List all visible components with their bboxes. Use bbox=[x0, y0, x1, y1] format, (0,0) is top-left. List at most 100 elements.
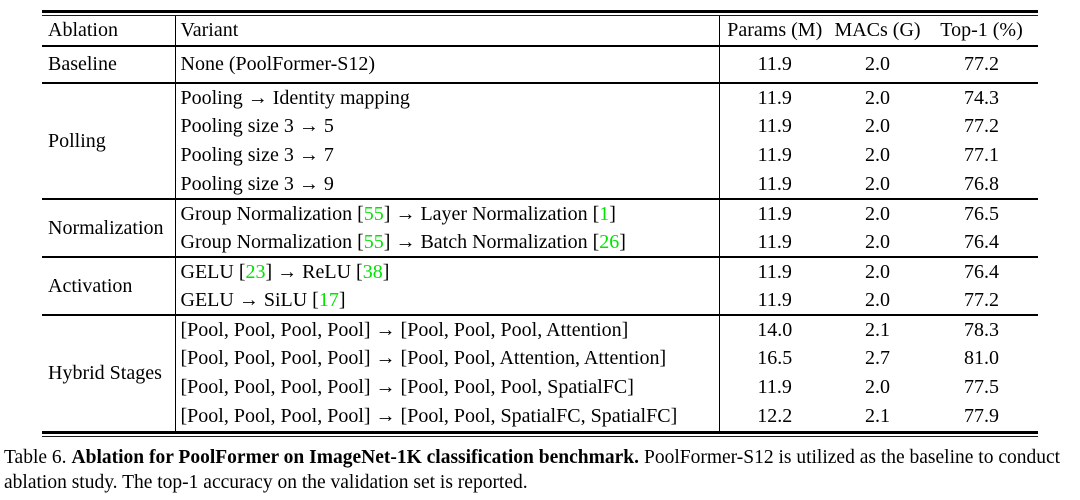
variant-text: ] → Batch Normalization [ bbox=[383, 230, 600, 253]
caption-label: Table 6. bbox=[4, 447, 67, 468]
variant-cell: Pooling size 3 → 7 bbox=[175, 141, 720, 170]
macs-cell: 2.1 bbox=[865, 405, 890, 427]
variant-text: Pooling size 3 → 5 bbox=[180, 115, 334, 137]
variant-text: ] → ReLU [ bbox=[265, 260, 363, 283]
header-variant: Variant bbox=[175, 16, 720, 47]
variant-text: Pooling → Identity mapping bbox=[180, 86, 410, 109]
params-cell: 16.5 bbox=[757, 347, 793, 369]
citation-ref: 1 bbox=[599, 202, 610, 225]
variant-text: Group Normalization [ bbox=[180, 202, 364, 225]
ablation-cell: Normalization bbox=[42, 198, 176, 257]
ablation-table: Ablation Variant Params (M) MACs (G) Top… bbox=[42, 16, 1038, 431]
variant-cell: Pooling → Identity mapping bbox=[175, 82, 720, 112]
macs-cell: 2.7 bbox=[865, 347, 890, 369]
table-6-figure: Ablation Variant Params (M) MACs (G) Top… bbox=[42, 10, 1038, 437]
top1-cell: 77.2 bbox=[964, 115, 999, 137]
citation-ref: 55 bbox=[363, 230, 384, 253]
table-top-rule bbox=[42, 10, 1038, 16]
header-row: Ablation Variant Params (M) MACs (G) Top… bbox=[42, 16, 1038, 47]
macs-cell: 2.0 bbox=[865, 376, 890, 398]
citation-ref: 17 bbox=[318, 288, 339, 311]
variant-text: ] bbox=[338, 288, 346, 311]
variant-cell: Group Normalization [55] → Layer Normali… bbox=[175, 198, 720, 228]
variant-text: Pooling size 3 → 9 bbox=[180, 172, 334, 195]
top1-cell: 76.4 bbox=[964, 230, 999, 253]
variant-cell: Pooling size 3 → 9 bbox=[175, 170, 720, 199]
variant-cell: None (PoolFormer-S12) bbox=[175, 45, 720, 83]
params-cell: 11.9 bbox=[757, 230, 792, 253]
variant-cell: GELU → SiLU [17] bbox=[175, 286, 720, 315]
variant-text: GELU → SiLU [ bbox=[180, 288, 319, 311]
variant-cell: [Pool, Pool, Pool, Pool] → [Pool, Pool, … bbox=[175, 314, 720, 344]
params-cell: 11.9 bbox=[719, 256, 830, 286]
table-row: Pooling size 3 → 9 11.9 2.0 76.8 bbox=[42, 170, 1038, 199]
header-top1: Top-1 (%) bbox=[925, 16, 1038, 47]
variant-text: None (PoolFormer-S12) bbox=[180, 53, 376, 75]
variant-text: [Pool, Pool, Pool, Pool] → [Pool, Pool, … bbox=[180, 347, 667, 369]
top1-cell: 77.9 bbox=[964, 405, 999, 427]
table-row: Group Normalization [55] → Batch Normali… bbox=[42, 228, 1038, 257]
top1-cell: 74.3 bbox=[925, 82, 1038, 112]
macs-cell: 2.0 bbox=[865, 144, 890, 166]
params-cell: 12.2 bbox=[757, 405, 793, 427]
variant-text: ] bbox=[619, 230, 626, 253]
variant-text: GELU [ bbox=[180, 260, 246, 283]
variant-text: [Pool, Pool, Pool, Pool] → [Pool, Pool, … bbox=[180, 376, 634, 398]
table-row: [Pool, Pool, Pool, Pool] → [Pool, Pool, … bbox=[42, 402, 1038, 431]
macs-cell: 2.0 bbox=[865, 230, 890, 253]
table-bottom-rule bbox=[42, 431, 1038, 437]
caption-text: PoolFormer-S12 is utilized as the baseli… bbox=[4, 447, 1061, 493]
variant-cell: [Pool, Pool, Pool, Pool] → [Pool, Pool, … bbox=[175, 402, 720, 431]
table-row: [Pool, Pool, Pool, Pool] → [Pool, Pool, … bbox=[42, 344, 1038, 373]
variant-cell: [Pool, Pool, Pool, Pool] → [Pool, Pool, … bbox=[175, 344, 720, 373]
top1-cell: 77.2 bbox=[964, 288, 999, 311]
ablation-cell: Polling bbox=[42, 82, 176, 199]
top1-cell: 77.5 bbox=[964, 376, 999, 398]
params-cell: 11.9 bbox=[719, 82, 830, 112]
variant-text: ] → Layer Normalization [ bbox=[383, 202, 600, 225]
params-cell: 11.9 bbox=[757, 115, 792, 137]
macs-cell: 2.0 bbox=[830, 256, 925, 286]
params-cell: 11.9 bbox=[757, 288, 792, 311]
citation-ref: 26 bbox=[599, 230, 620, 253]
table-header: Ablation Variant Params (M) MACs (G) Top… bbox=[42, 16, 1038, 47]
table-row: Hybrid Stages[Pool, Pool, Pool, Pool] → … bbox=[42, 314, 1038, 431]
top1-cell: 76.8 bbox=[964, 172, 999, 195]
variant-text: ] bbox=[609, 202, 616, 225]
macs-cell: 2.0 bbox=[865, 172, 890, 195]
variant-text: Group Normalization [ bbox=[180, 230, 364, 253]
macs-cell: 2.0 bbox=[865, 115, 890, 137]
top1-cell: 76.5 bbox=[925, 198, 1038, 228]
table-row: [Pool, Pool, Pool, Pool] → [Pool, Pool, … bbox=[42, 373, 1038, 402]
params-cell: 14.0 bbox=[719, 314, 830, 344]
ablation-cell: Activation bbox=[42, 256, 176, 315]
params-cell: 11.9 bbox=[719, 45, 830, 83]
variant-cell: Group Normalization [55] → Batch Normali… bbox=[175, 228, 720, 257]
top1-cell: 76.4 bbox=[925, 256, 1038, 286]
macs-cell: 2.0 bbox=[830, 198, 925, 228]
ablation-cell: Baseline bbox=[42, 45, 176, 83]
variant-text: [Pool, Pool, Pool, Pool] → [Pool, Pool, … bbox=[180, 405, 678, 427]
header-ablation: Ablation bbox=[42, 16, 176, 47]
params-cell: 11.9 bbox=[757, 172, 792, 195]
table-caption: Table 6.Ablation for PoolFormer on Image… bbox=[4, 445, 1076, 495]
table-row: Pooling size 3 → 5 11.9 2.0 77.2 bbox=[42, 112, 1038, 141]
macs-cell: 2.0 bbox=[830, 45, 925, 83]
top1-cell: 78.3 bbox=[925, 314, 1038, 344]
macs-cell: 2.1 bbox=[830, 314, 925, 344]
top1-cell: 81.0 bbox=[964, 347, 999, 369]
variant-cell: [Pool, Pool, Pool, Pool] → [Pool, Pool, … bbox=[175, 373, 720, 402]
variant-cell: Pooling size 3 → 5 bbox=[175, 112, 720, 141]
params-cell: 11.9 bbox=[757, 144, 792, 166]
